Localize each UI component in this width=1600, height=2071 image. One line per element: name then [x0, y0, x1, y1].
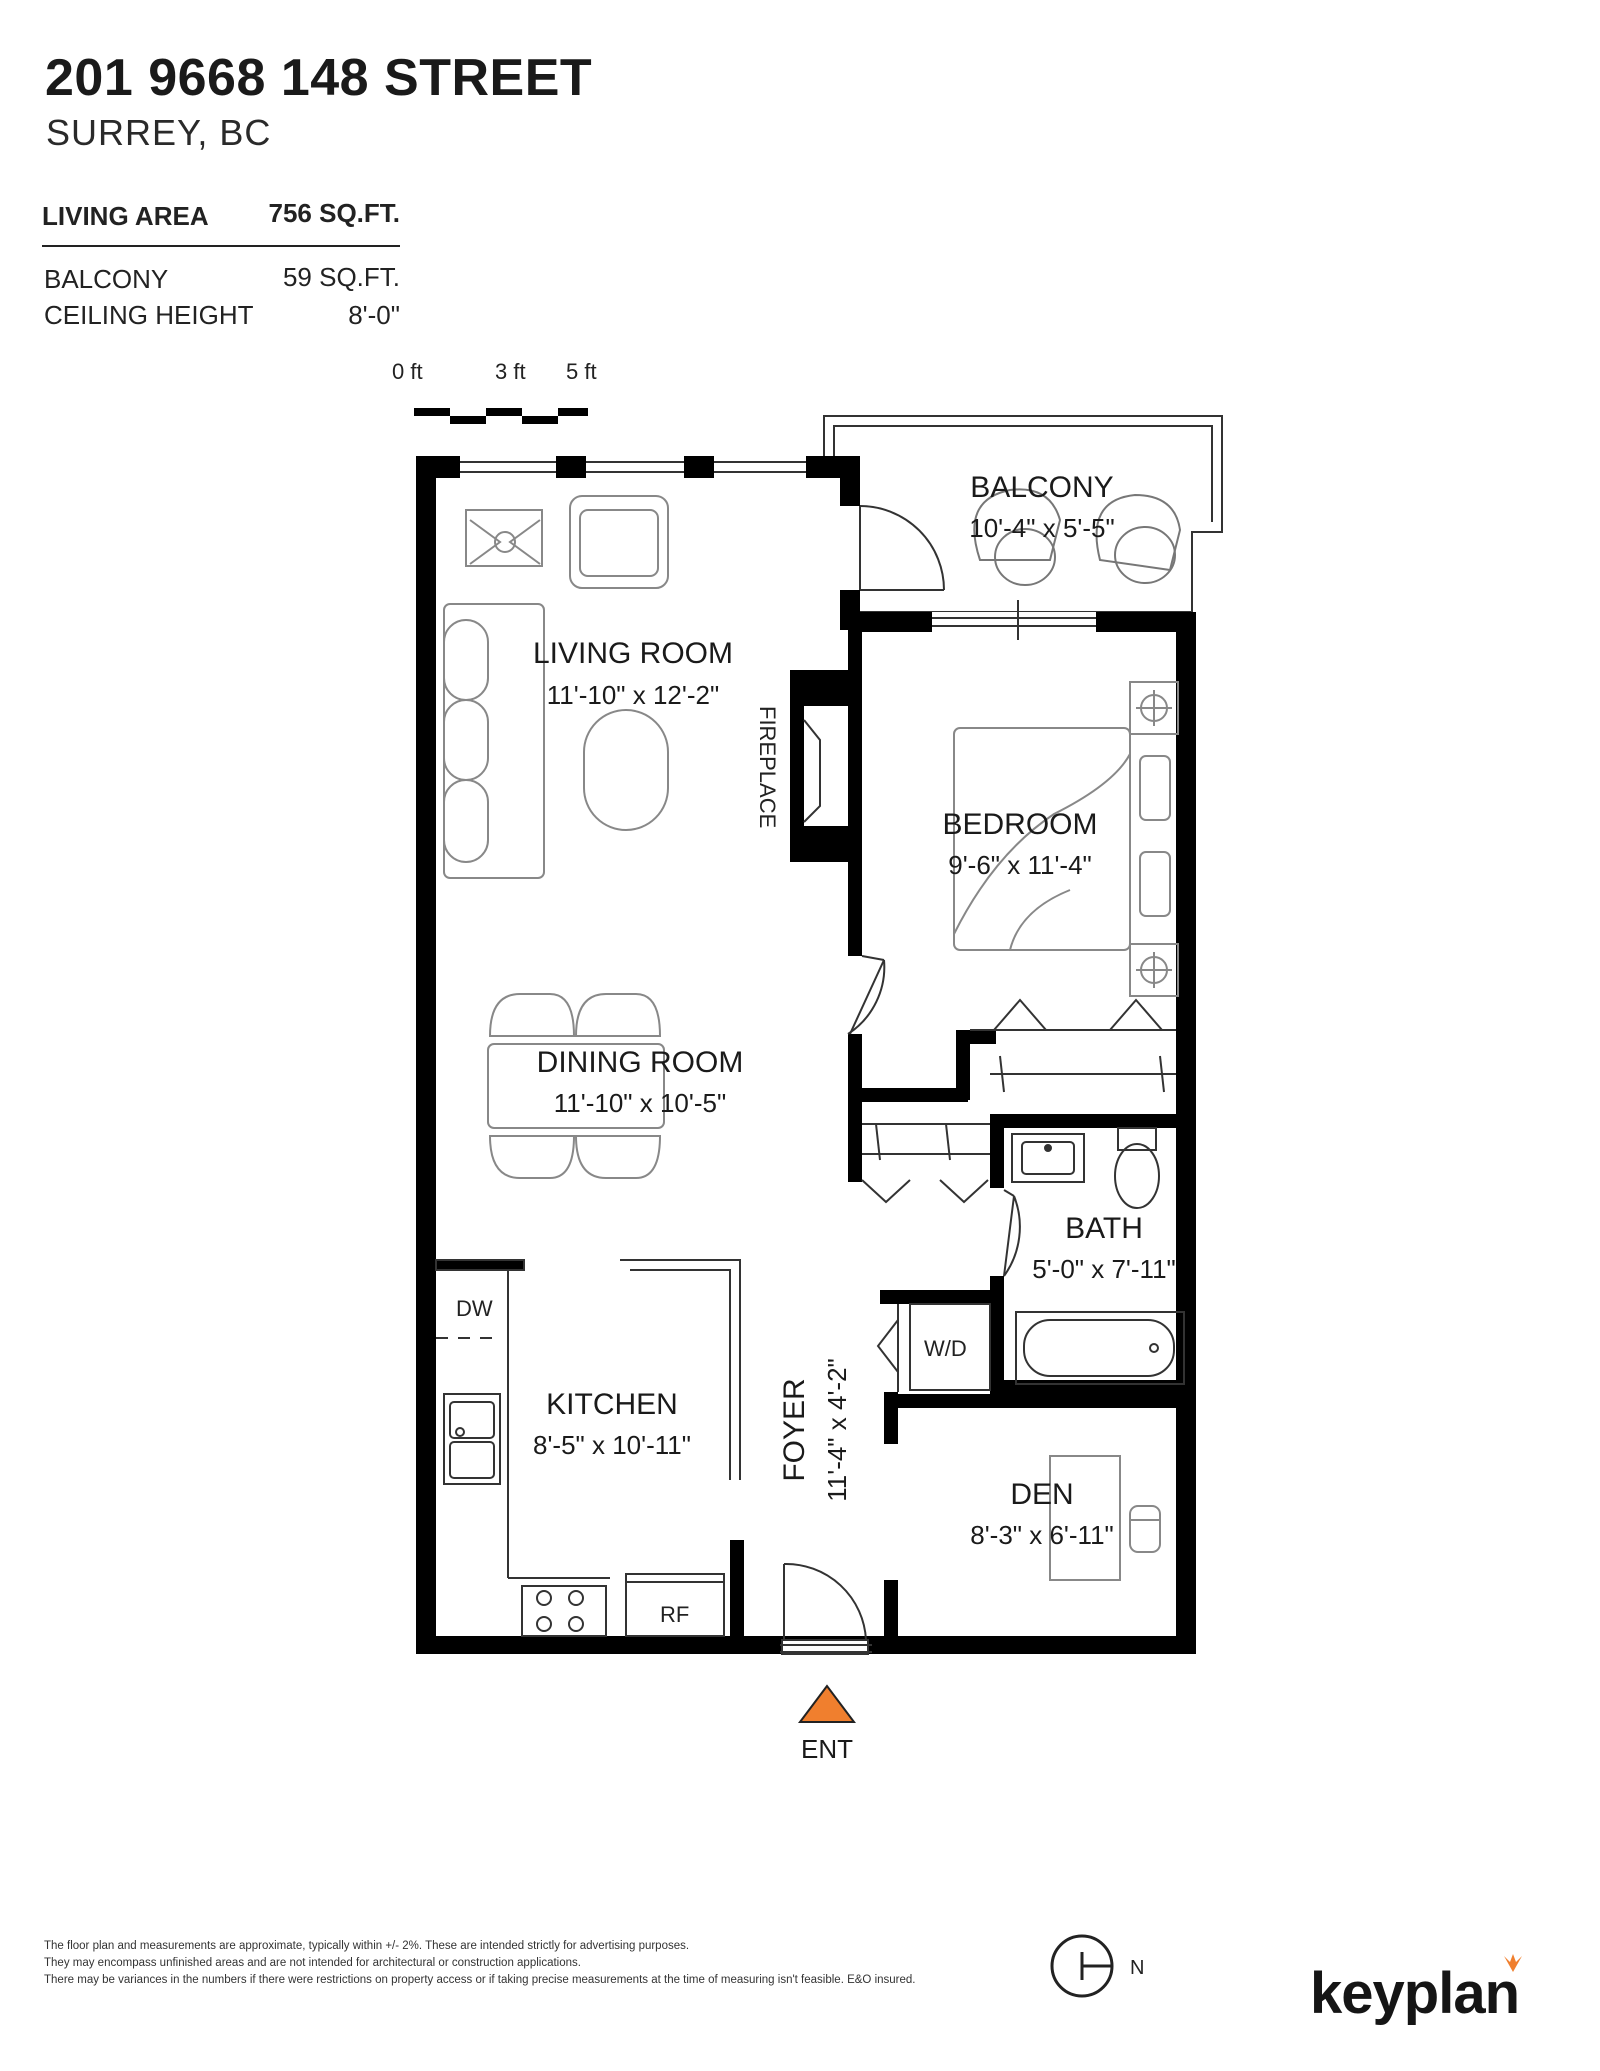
brand-logo: keyplan [1310, 1961, 1520, 2026]
compass: N [1050, 1934, 1144, 1998]
bedroom-furniture [953, 681, 1179, 997]
floor-plan: 0 ft 3 ft 5 ft [392, 359, 1223, 1764]
hall-closet [861, 1123, 990, 1204]
plant-icon [469, 519, 541, 565]
brand-mark-icon [1504, 1954, 1522, 1972]
disclaimer-line-3: There may be variances in the numbers if… [44, 1974, 916, 1986]
den-dims: 8'-3" x 6'-11" [970, 1520, 1114, 1550]
fireplace-icon [803, 719, 821, 823]
entry-door[interactable] [780, 1562, 872, 1655]
den-desk [1049, 1455, 1161, 1581]
dining-room-dims: 11'-10" x 10'-5" [554, 1088, 726, 1118]
balcony-chairs [973, 488, 1182, 586]
scale-tick-0: 0 ft [392, 359, 423, 384]
fireplace-label: FIREPLACE [755, 706, 780, 828]
living-furniture [443, 495, 669, 879]
kitchen-counters [435, 1259, 741, 1637]
north-label: N [1130, 1957, 1144, 1979]
balcony-area-value: 59 SQ.FT. [282, 262, 400, 292]
bedroom-window-gap [932, 612, 1096, 632]
disclaimer-line-2: They may encompass unfinished areas and … [44, 1957, 581, 1969]
interior-walls [730, 630, 1196, 1640]
bath-name: BATH [1065, 1212, 1143, 1245]
kitchen-name: KITCHEN [546, 1388, 678, 1421]
washer-dryer-label: W/D [924, 1336, 967, 1361]
dining-furniture [487, 993, 665, 1179]
dishwasher-label: DW [456, 1296, 493, 1321]
ceiling-height-label: CEILING HEIGHT [44, 300, 254, 330]
washer-dryer-closet [876, 1303, 991, 1392]
bedroom-dims: 9'-6" x 11'-4" [948, 850, 1092, 880]
page-title: 201 9668 148 STREET [45, 49, 593, 107]
scale-tick-3: 3 ft [495, 359, 526, 384]
page-subtitle: SURREY, BC [46, 112, 272, 153]
living-area-label: LIVING AREA [42, 201, 209, 231]
living-room-dims: 11'-10" x 12'-2" [547, 680, 719, 710]
bedroom-window [932, 600, 1096, 640]
entrance-label: ENT [801, 1734, 853, 1764]
balcony-dims: 10'-4" x 5'-5" [969, 513, 1114, 543]
bedroom-closet [970, 998, 1176, 1093]
kitchen-dims: 8'-5" x 10'-11" [533, 1430, 691, 1460]
bedroom-door[interactable] [847, 955, 886, 1035]
ceiling-height-value: 8'-0" [348, 300, 400, 330]
dining-room-name: DINING ROOM [537, 1046, 744, 1079]
disclaimer-line-1: The floor plan and measurements are appr… [44, 1940, 690, 1952]
disclaimer: The floor plan and measurements are appr… [44, 1938, 1024, 1989]
scale-bar: 0 ft 3 ft 5 ft [392, 359, 597, 424]
scale-tick-5: 5 ft [566, 359, 597, 384]
entrance-arrow-icon [798, 1684, 856, 1723]
living-room-name: LIVING ROOM [533, 637, 733, 670]
bath-dims: 5'-0" x 7'-11" [1032, 1254, 1176, 1284]
balcony-name: BALCONY [970, 471, 1113, 504]
living-area-value: 756 SQ.FT. [268, 198, 401, 228]
bedroom-name: BEDROOM [942, 808, 1097, 841]
balcony-door[interactable] [859, 505, 945, 591]
fridge-label: RF [660, 1602, 689, 1627]
stats-divider [42, 245, 400, 247]
bath-fixtures [1011, 1127, 1185, 1385]
foyer-dims: 11'-4" x 4'-2" [822, 1358, 852, 1502]
balcony-area-label: BALCONY [44, 264, 169, 294]
den-name: DEN [1010, 1478, 1073, 1511]
bath-door[interactable] [1003, 1189, 1021, 1277]
foyer-name: FOYER [778, 1378, 811, 1481]
